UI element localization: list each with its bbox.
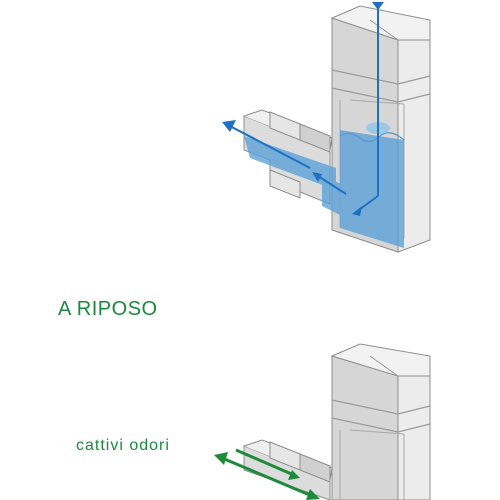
trap-body-bottom — [330, 343, 431, 500]
green-odor-arrow — [214, 448, 320, 500]
trap-at-rest — [214, 343, 431, 500]
trap-in-use — [222, 2, 431, 253]
state-label: A RIPOSO — [58, 298, 158, 320]
side-pipe-bottom — [243, 439, 333, 500]
blue-flow-arrow — [222, 2, 384, 216]
odor-label: cattivi odori — [76, 437, 170, 454]
